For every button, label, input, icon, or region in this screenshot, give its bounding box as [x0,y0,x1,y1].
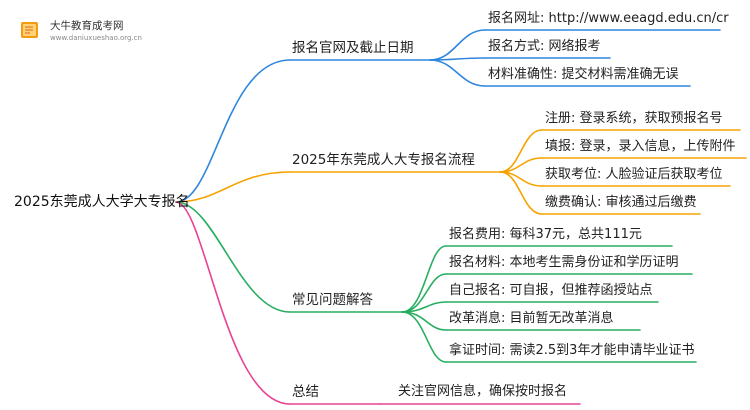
leaf-material-accuracy: 材料准确性: 提交材料需准确无误 [488,67,679,82]
leaf-summary-note: 关注官网信息，确保按时报名 [398,384,568,399]
link-root-branch-3 [175,201,291,313]
site-logo: 大牛教育成考网 www.daniuxueshao.org.cn [18,14,178,48]
leaf-reform-news: 改革消息: 目前暂无改革消息 [449,311,614,326]
link-leaf-1-1 [429,29,486,61]
leaf-self-registration: 自己报名: 可自报，但推荐函授站点 [449,283,653,298]
logo-url: www.daniuxueshao.org.cn [50,34,142,42]
leaf-fill-in: 填报: 登录，录入信息，上传附件 [545,139,736,154]
leaf-get-exam-seat: 获取考位: 人脸验证后获取考位 [545,167,723,182]
leaf-payment-confirm: 缴费确认: 审核通过后缴费 [545,195,697,210]
link-root-branch-2 [175,171,291,203]
link-leaf-2-4 [499,171,543,215]
branch-official-site-deadline: 报名官网及截止日期 [292,40,414,56]
leaf-materials: 报名材料: 本地考生需身份证和学历证明 [449,255,679,270]
branch-registration-process: 2025年东莞成人大专报名流程 [292,152,475,168]
link-leaf-3-2 [401,273,447,313]
link-leaf-1-3 [429,59,486,87]
link-root-branch-4 [175,201,291,405]
logo-title: 大牛教育成考网 [50,20,124,32]
link-root-branch-1 [175,59,291,203]
leaf-registration-url: 报名网址: http://www.eeagd.edu.cn/cr [488,11,729,26]
branch-summary: 总结 [292,384,319,400]
branch-faq: 常见问题解答 [292,292,373,308]
leaf-fee: 报名费用: 每科37元，总共111元 [449,227,642,242]
root-topic: 2025东莞成人大学大专报名 [14,194,190,210]
leaf-registration-method: 报名方式: 网络报考 [488,39,601,54]
link-leaf-3-1 [401,245,447,313]
link-leaf-3-4 [401,311,447,331]
leaf-certificate-time: 拿证时间: 需读2.5到3年才能申请毕业证书 [449,343,695,358]
link-leaf-3-5 [401,311,447,363]
leaf-register: 注册: 登录系统，获取预报名号 [545,111,723,126]
book-logo-icon [21,22,38,38]
